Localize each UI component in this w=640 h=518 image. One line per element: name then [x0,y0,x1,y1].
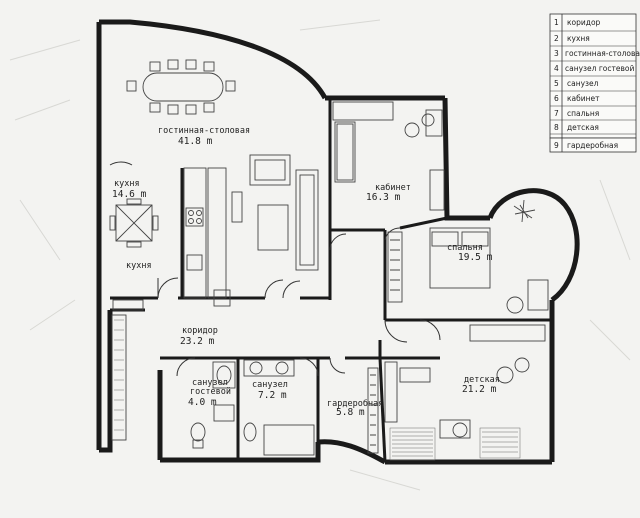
room-name-kids: детская [464,375,500,385]
legend-label-6: кабинет [567,94,600,103]
furniture [109,59,549,461]
legend-table: 1 коридор 2 кухня 3 гостинная-столовая 4… [549,13,640,139]
room-area-wardrobe: 5.8 m [336,407,365,418]
legend-num-3: 3 [554,49,559,58]
legend-num-9: 9 [554,141,559,150]
room-labels: гостинная-столовая 41.8 m кухня 14.6 m к… [112,126,500,418]
legend-num-8: 8 [554,123,559,132]
room-name-living: гостинная-столовая [158,126,250,136]
paper-texture [9,19,631,491]
room-area-kids: 21.2 m [462,384,497,395]
room-name-guest-bath-2: гостевой [190,387,231,397]
legend-num-4: 4 [554,64,559,73]
room-name-bath: санузел [252,380,288,390]
room-area-living: 41.8 m [178,136,213,147]
room-name-study: кабинет [375,182,411,193]
outer-walls [96,19,580,465]
room-area-bath: 7.2 m [258,390,287,401]
room-area-bedroom: 19.5 m [458,252,493,263]
legend-num-2: 2 [554,34,559,43]
room-name-bedroom: спальня [447,243,483,253]
legend-label-9: гардеробная [567,141,618,150]
legend-num-1: 1 [554,18,559,27]
legend-num-7: 7 [554,109,559,118]
room-area-study: 16.3 m [366,192,401,203]
doors [109,161,441,377]
room-area-corridor: 23.2 m [180,336,215,347]
room-area-guest-bath: 4.0 m [188,397,217,408]
legend-label-8: детская [567,123,599,132]
legend-num-5: 5 [554,79,559,88]
legend-label-2: кухня [567,34,590,43]
room-name-corridor: коридор [182,326,218,336]
kitchen-side-label: кухня [126,261,152,271]
legend-label-1: коридор [567,18,601,27]
legend-row-9: 9 гардеробная [549,137,637,153]
legend-label-3: гостинная-столовая [565,49,640,58]
legend-num-6: 6 [554,94,559,103]
room-area-kitchen: 14.6 m [112,189,147,200]
legend-label-4: санузел гостевой [565,64,634,73]
room-name-guest-bath-1: санузел [192,378,228,388]
room-name-wardrobe: гардеробная [327,398,383,409]
legend-label-7: спальня [567,109,599,118]
legend-label-5: санузел [567,79,599,88]
room-name-kitchen: кухня [114,179,140,189]
